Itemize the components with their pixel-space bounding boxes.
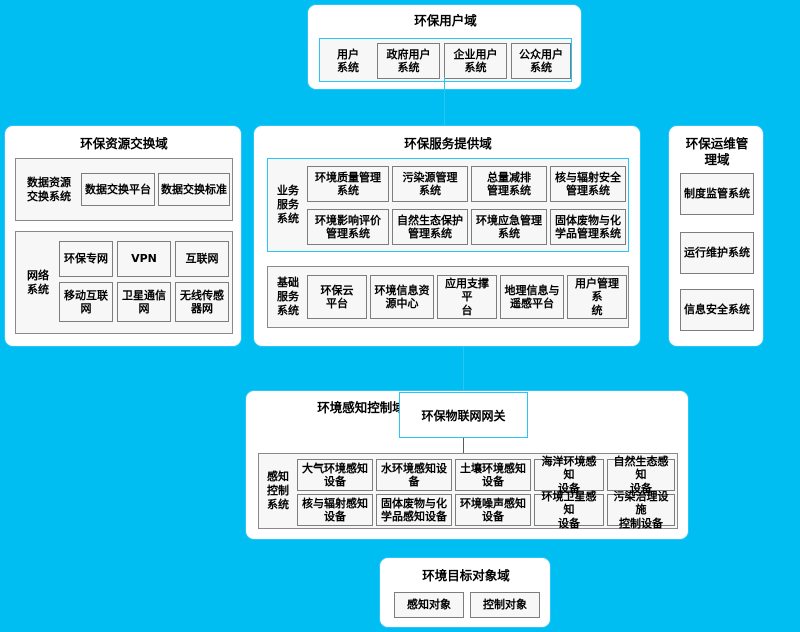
node-user-system[interactable]: 用户 系统 (337, 47, 359, 74)
node-system-supervision-system[interactable]: 制度监管系统 (680, 173, 754, 215)
node-data-exchange-standard[interactable]: 数据交换标准 (158, 173, 230, 206)
panel-user-domain: 环保用户域 用户 系统 政府用户 系统 企业用户 系统 公众用户 系统 (307, 4, 582, 90)
sensing-control-domain-title: 环境感知控制域 (317, 400, 405, 415)
node-air-env-sensing-device[interactable]: 大气环境感知 设备 (297, 459, 373, 491)
panel-operations-domain: 环保运维管 理域 制度监管系统 运行维护系统 信息安全系统 (668, 125, 764, 347)
node-sensing-object[interactable]: 感知对象 (394, 592, 464, 618)
node-application-support-platform[interactable]: 应用支撑平 台 (437, 275, 497, 319)
node-nuclear-radiation-safety-management-system[interactable]: 核与辐射安全 管理系统 (550, 166, 626, 202)
node-env-noise-sensing-device[interactable]: 环境噪声感知 设备 (455, 494, 531, 526)
node-control-object[interactable]: 控制对象 (470, 592, 540, 618)
node-solid-waste-chemicals-management-system[interactable]: 固体废物与化 学品管理系统 (550, 209, 626, 245)
node-soil-env-sensing-device[interactable]: 土壤环境感知 设备 (455, 459, 531, 491)
node-vpn[interactable]: VPN (117, 241, 171, 277)
target-object-domain-title: 环境目标对象域 (422, 568, 510, 583)
group-label-business-service-systems: 业务 服务 系统 (277, 184, 299, 225)
node-mobile-internet[interactable]: 移动互联 网 (59, 282, 113, 322)
node-pollution-source-management-system[interactable]: 污染源管理 系统 (392, 166, 468, 202)
user-domain-title: 环保用户域 (414, 13, 477, 28)
service-provider-domain-title: 环保服务提供域 (404, 136, 492, 151)
node-solid-waste-chemicals-sensing-device[interactable]: 固体废物与化 学品感知设备 (376, 494, 452, 526)
connector-user-to-service (444, 77, 445, 127)
node-government-user-system[interactable]: 政府用户 系统 (377, 43, 440, 79)
group-business-service-systems: 业务 服务 系统 环境质量管理 系统 污染源管理 系统 总量减排 管理系统 核与… (267, 158, 629, 252)
node-natural-ecology-sensing-device[interactable]: 自然生态感知 设备 (607, 455, 675, 495)
group-sensing-control-system: 感知 控制 系统 大气环境感知 设备 水环境感知设 备 土壤环境感知 设备 海洋… (258, 453, 678, 530)
group-data-resource-exchange: 数据资源 交换系统 数据交换平台 数据交换标准 (15, 158, 233, 221)
node-wireless-sensor-network[interactable]: 无线传感 器网 (175, 282, 229, 322)
node-information-security-system[interactable]: 信息安全系统 (680, 289, 754, 331)
node-water-env-sensing-device[interactable]: 水环境感知设 备 (376, 459, 452, 491)
node-total-emission-reduction-management-system[interactable]: 总量减排 管理系统 (471, 166, 547, 202)
node-geographic-information-remote-sensing-platform[interactable]: 地理信息与 遥感平台 (500, 275, 564, 319)
node-satellite-communication-network[interactable]: 卫星通信 网 (117, 282, 171, 322)
user-domain-group: 用户 系统 政府用户 系统 企业用户 系统 公众用户 系统 (319, 38, 572, 82)
node-operation-maintenance-system[interactable]: 运行维护系统 (680, 232, 754, 274)
group-basic-service-systems: 基础 服务 系统 环保云 平台 环境信息资 源中心 应用支撑平 台 地理信息与 … (267, 266, 629, 328)
connector-gateway-to-sensing-group (463, 438, 464, 453)
operations-domain-title: 环保运维管 理域 (685, 136, 749, 167)
panel-target-object-domain: 环境目标对象域 感知对象 控制对象 (379, 557, 551, 628)
node-enterprise-user-system[interactable]: 企业用户 系统 (444, 43, 507, 79)
node-nuclear-radiation-sensing-device[interactable]: 核与辐射感知 设备 (297, 494, 373, 526)
node-env-impact-assessment-management-system[interactable]: 环境影响评价 管理系统 (307, 209, 389, 245)
node-pollution-control-facility-device[interactable]: 污染治理设施 控制设备 (607, 490, 675, 530)
node-internet[interactable]: 互联网 (175, 241, 229, 277)
node-data-exchange-platform[interactable]: 数据交换平台 (81, 173, 155, 206)
panel-service-provider-domain: 环保服务提供域 业务 服务 系统 环境质量管理 系统 污染源管理 系统 总量减排… (253, 125, 641, 347)
node-env-satellite-sensing-device[interactable]: 环境卫星感知 设备 (534, 490, 604, 530)
group-label-data-resource-exchange: 数据资源 交换系统 (27, 175, 71, 203)
panel-resource-exchange-domain: 环保资源交换域 数据资源 交换系统 数据交换平台 数据交换标准 网络 系统 环保… (4, 125, 242, 347)
node-iot-gateway[interactable]: 环保物联网网关 (399, 392, 528, 438)
node-natural-ecology-protection-management-system[interactable]: 自然生态保护 管理系统 (392, 209, 468, 245)
node-user-management-system[interactable]: 用户管理系 统 (567, 275, 627, 319)
connector-service-to-sensing (463, 347, 464, 392)
group-label-basic-service-systems: 基础 服务 系统 (277, 276, 299, 317)
node-public-user-system[interactable]: 公众用户 系统 (511, 43, 571, 79)
node-env-cloud-platform[interactable]: 环保云 平台 (307, 275, 367, 319)
group-label-network-system: 网络 系统 (27, 268, 49, 296)
node-env-emergency-management-system[interactable]: 环境应急管理 系统 (471, 209, 547, 245)
group-network-system: 网络 系统 环保专网 VPN 互联网 移动互联 网 卫星通信 网 无线传感 器网 (15, 231, 233, 334)
node-env-private-network[interactable]: 环保专网 (59, 241, 113, 277)
group-label-sensing-control-system: 感知 控制 系统 (267, 470, 289, 511)
resource-exchange-domain-title: 环保资源交换域 (80, 136, 168, 151)
node-marine-env-sensing-device[interactable]: 海洋环境感知 设备 (534, 455, 604, 495)
node-env-quality-management-system[interactable]: 环境质量管理 系统 (307, 166, 389, 202)
node-env-information-resource-center[interactable]: 环境信息资 源中心 (370, 275, 434, 319)
